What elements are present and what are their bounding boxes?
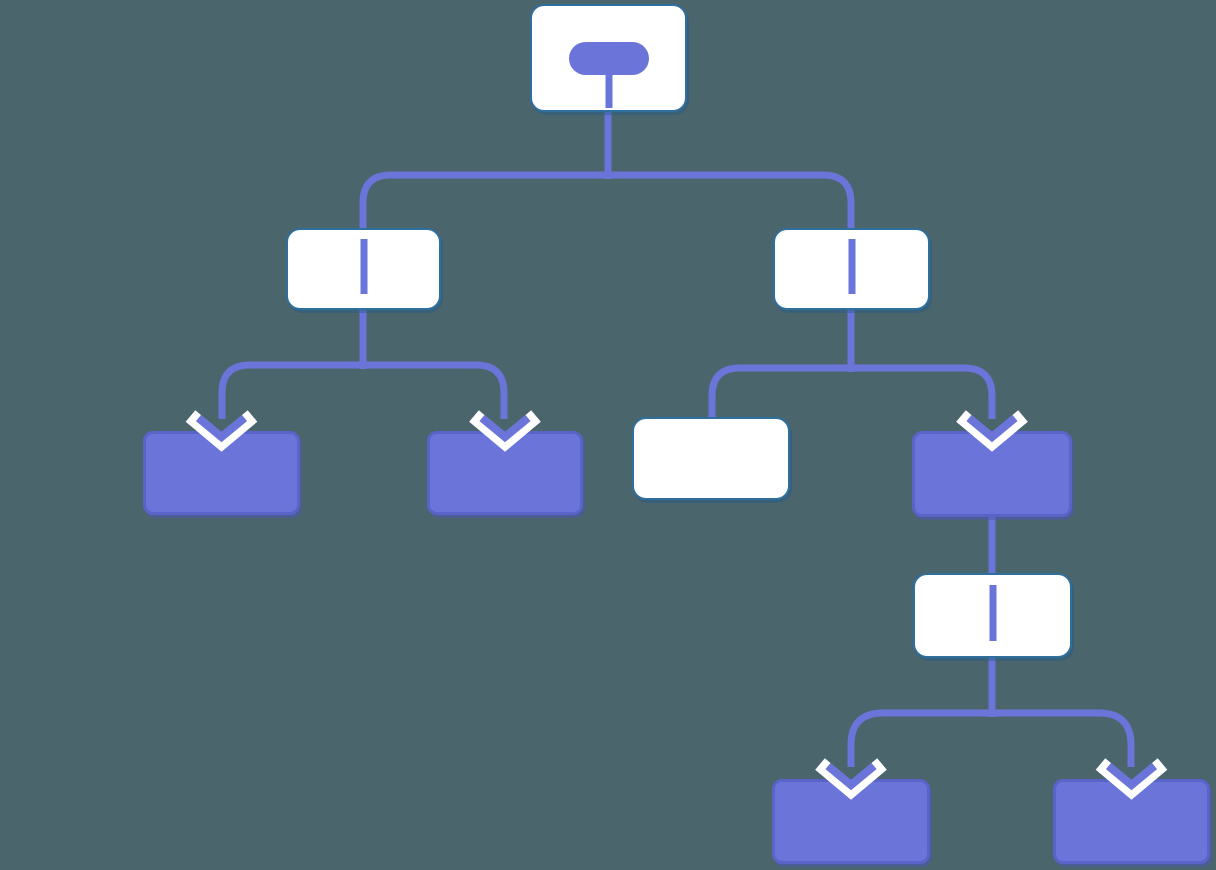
tree-node-leaf-right-plain[interactable]: [632, 417, 790, 500]
pass-through-line: [360, 239, 367, 294]
tree-node-bottom-leaf-1[interactable]: [772, 779, 930, 864]
tree-node-branch-right[interactable]: [773, 228, 930, 310]
root-pill-icon: [568, 42, 649, 75]
edge-rail-bottom: [847, 709, 1135, 767]
tree-node-bottom-leaf-2[interactable]: [1053, 779, 1210, 864]
tree-node-leaf-left-2[interactable]: [427, 431, 583, 515]
pass-through-line: [848, 239, 855, 294]
tree-node-leaf-left-1[interactable]: [143, 431, 300, 515]
edge-rail-right: [708, 364, 996, 420]
tree-node-branch-right-deep[interactable]: [912, 431, 1072, 517]
edge-rail-left: [218, 361, 508, 419]
tree-node-branch-left[interactable]: [286, 228, 441, 310]
edge-rail-top: [359, 171, 855, 229]
tree-node-root[interactable]: [530, 4, 687, 112]
root-pill-stem: [605, 74, 612, 108]
pass-through-line: [989, 584, 996, 642]
tree-node-mid-split[interactable]: [913, 573, 1072, 658]
